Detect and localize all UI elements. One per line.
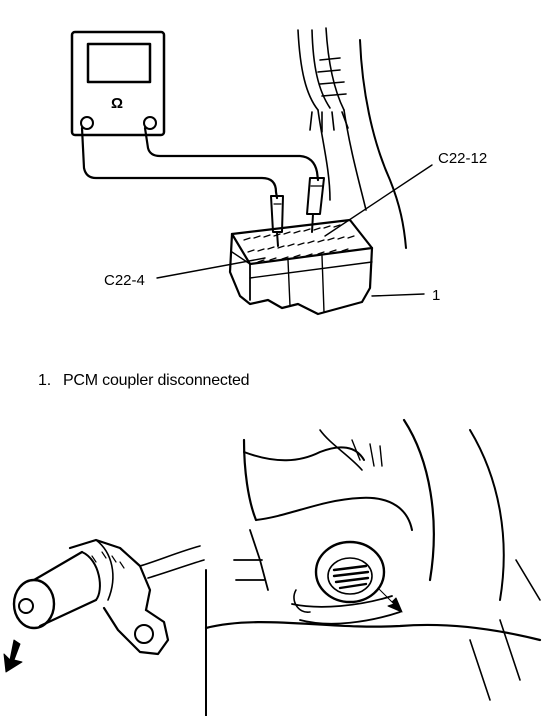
figure-caption: 1. PCM coupler disconnected	[38, 372, 250, 390]
leader-1	[371, 293, 425, 297]
ohm-symbol: Ω	[111, 95, 123, 112]
leader-c22-12	[324, 164, 433, 237]
caption-text: PCM coupler disconnected	[62, 372, 250, 389]
caption-number: 1.	[38, 372, 51, 389]
crankshaft-position-sensor	[3, 538, 205, 673]
label-c22-12: C22-12	[438, 150, 487, 167]
test-leads	[80, 126, 320, 200]
wire-harness	[297, 27, 407, 249]
label-coupler-callout: 1	[432, 287, 440, 304]
leader-c22-4	[156, 257, 266, 279]
test-probes	[270, 177, 325, 247]
engine-block	[204, 418, 542, 716]
pcm-coupler	[228, 218, 374, 316]
ohmmeter	[70, 30, 166, 137]
label-c22-4: C22-4	[104, 272, 145, 289]
